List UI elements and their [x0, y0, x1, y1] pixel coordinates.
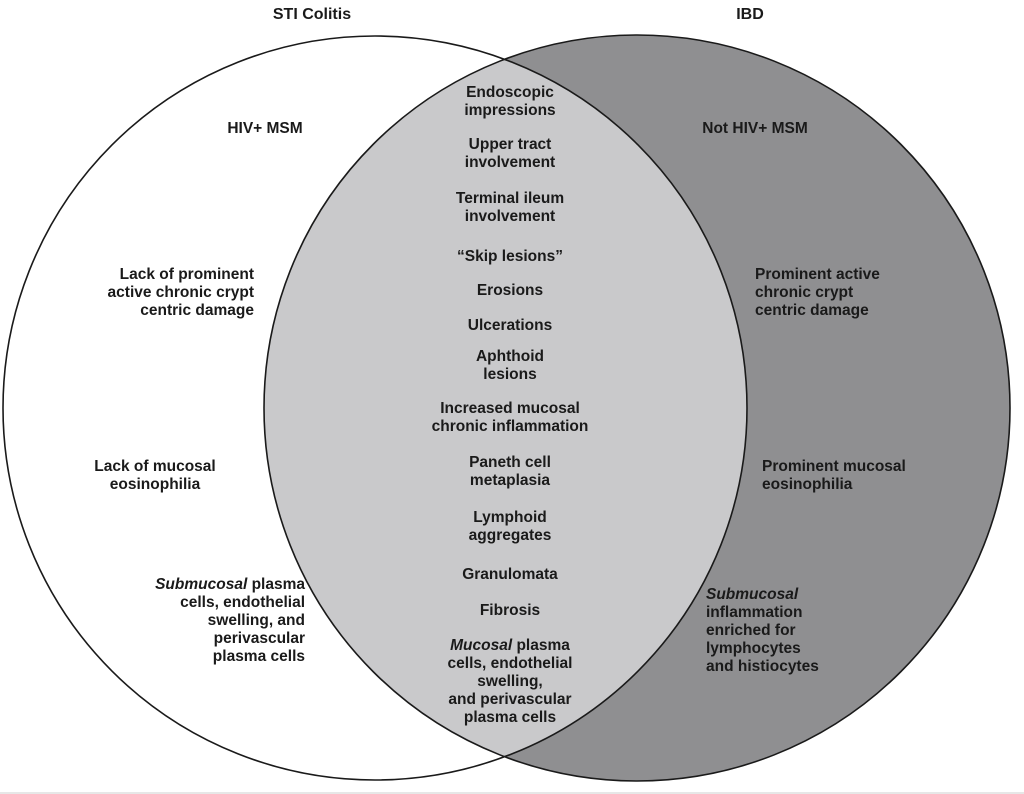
shared-lymphoid-line-2: aggregates — [468, 527, 552, 544]
shared-aphthoid: Aphthoid lesions — [410, 348, 610, 384]
shared-erosions: Erosions — [476, 282, 544, 299]
right-eosinophilia: Prominent mucosal eosinophilia — [762, 458, 962, 494]
right-submucosal-line-3: enriched for — [706, 622, 796, 639]
left-submucosal-emphasis: Submucosal — [155, 576, 248, 593]
right-submucosal: Submucosal inflammation enriched for lym… — [706, 586, 906, 676]
title-sti-colitis: STI Colitis — [272, 6, 352, 23]
right-submucosal-line-1: Submucosal — [706, 586, 906, 604]
right-submucosal-line-2: inflammation — [706, 604, 803, 621]
shared-mucosal-plasma: Mucosal plasma cells, endothelial swelli… — [400, 637, 620, 727]
shared-aphthoid-line-2: lesions — [483, 366, 537, 383]
shared-terminal-ileum: Terminal ileum involvement — [400, 190, 620, 226]
shared-upper-line-1: Upper tract — [468, 136, 552, 153]
left-crypt-line-1: Lack of prominent — [119, 266, 254, 283]
left-submucosal-line-5: plasma cells — [212, 648, 305, 665]
right-population: Not HIV+ MSM — [702, 120, 808, 137]
shared-lymphoid: Lymphoid aggregates — [410, 509, 610, 545]
shared-granulomata: Granulomata — [462, 566, 558, 583]
sti-colitis-outline — [2, 35, 748, 781]
shared-mucosal-line-4: and perivascular — [448, 691, 572, 708]
shared-ulcerations: Ulcerations — [467, 317, 553, 334]
shared-endoscopic-line-1: Endoscopic — [466, 84, 554, 101]
shared-endoscopic: Endoscopic impressions — [410, 84, 610, 120]
shared-skip-lesions: “Skip lesions” — [457, 248, 563, 265]
shared-paneth: Paneth cell metaplasia — [410, 454, 610, 490]
left-submucosal-line-3: swelling, and — [207, 612, 305, 629]
shared-mucosal-word: plasma — [516, 637, 570, 654]
shared-paneth-line-1: Paneth cell — [469, 454, 551, 471]
overlap-region — [264, 36, 747, 780]
left-population: HIV+ MSM — [227, 120, 303, 137]
left-submucosal-line-4: perivascular — [213, 630, 305, 647]
shared-mucosal-line-2: cells, endothelial — [447, 655, 573, 672]
shared-endoscopic-line-2: impressions — [464, 102, 556, 119]
ibd-outline — [263, 34, 1011, 782]
right-crypt-line-1: Prominent active — [755, 266, 880, 283]
shared-upper-line-2: involvement — [464, 154, 556, 171]
left-eosinophilia: Lack of mucosal eosinophilia — [60, 458, 250, 494]
shared-mucosal-line-5: plasma cells — [463, 709, 557, 726]
left-crypt-line-2: active chronic crypt — [107, 284, 254, 301]
right-submucosal-emphasis: Submucosal — [706, 586, 799, 603]
shared-chronic-line-1: Increased mucosal — [440, 400, 580, 417]
shared-mucosal-emphasis: Mucosal — [450, 637, 513, 654]
right-eos-line-2: eosinophilia — [762, 476, 853, 493]
right-crypt-line-3: centric damage — [755, 302, 869, 319]
shared-mucosal-line-1: Mucosal plasma — [400, 637, 620, 655]
left-submucosal-line-2: cells, endothelial — [180, 594, 305, 611]
shared-aphthoid-line-1: Aphthoid — [475, 348, 544, 365]
shared-terminal-line-1: Terminal ileum — [455, 190, 565, 207]
right-submucosal-line-4: lymphocytes — [706, 640, 801, 657]
right-crypt-line-2: chronic crypt — [755, 284, 854, 301]
shared-chronic-inflammation: Increased mucosal chronic inflammation — [395, 400, 625, 436]
left-submucosal: Submucosal plasma cells, endothelial swe… — [80, 576, 305, 666]
left-eos-line-1: Lack of mucosal — [94, 458, 216, 475]
left-crypt-damage: Lack of prominent active chronic crypt c… — [50, 266, 254, 320]
shared-paneth-line-2: metaplasia — [469, 472, 551, 489]
shared-lymphoid-line-1: Lymphoid — [473, 509, 547, 526]
shared-fibrosis: Fibrosis — [479, 602, 541, 619]
left-eos-line-2: eosinophilia — [109, 476, 201, 493]
right-submucosal-line-5: and histiocytes — [706, 658, 819, 675]
right-eos-line-1: Prominent mucosal — [762, 458, 906, 475]
shared-terminal-line-2: involvement — [464, 208, 556, 225]
left-submucosal-word: plasma — [251, 576, 305, 593]
left-submucosal-line-1: Submucosal plasma — [80, 576, 305, 594]
title-ibd: IBD — [736, 6, 764, 23]
shared-mucosal-line-3: swelling, — [477, 673, 543, 690]
right-crypt-damage: Prominent active chronic crypt centric d… — [755, 266, 955, 320]
shared-chronic-line-2: chronic inflammation — [431, 418, 589, 435]
shared-upper-tract: Upper tract involvement — [410, 136, 610, 172]
left-crypt-line-3: centric damage — [140, 302, 254, 319]
